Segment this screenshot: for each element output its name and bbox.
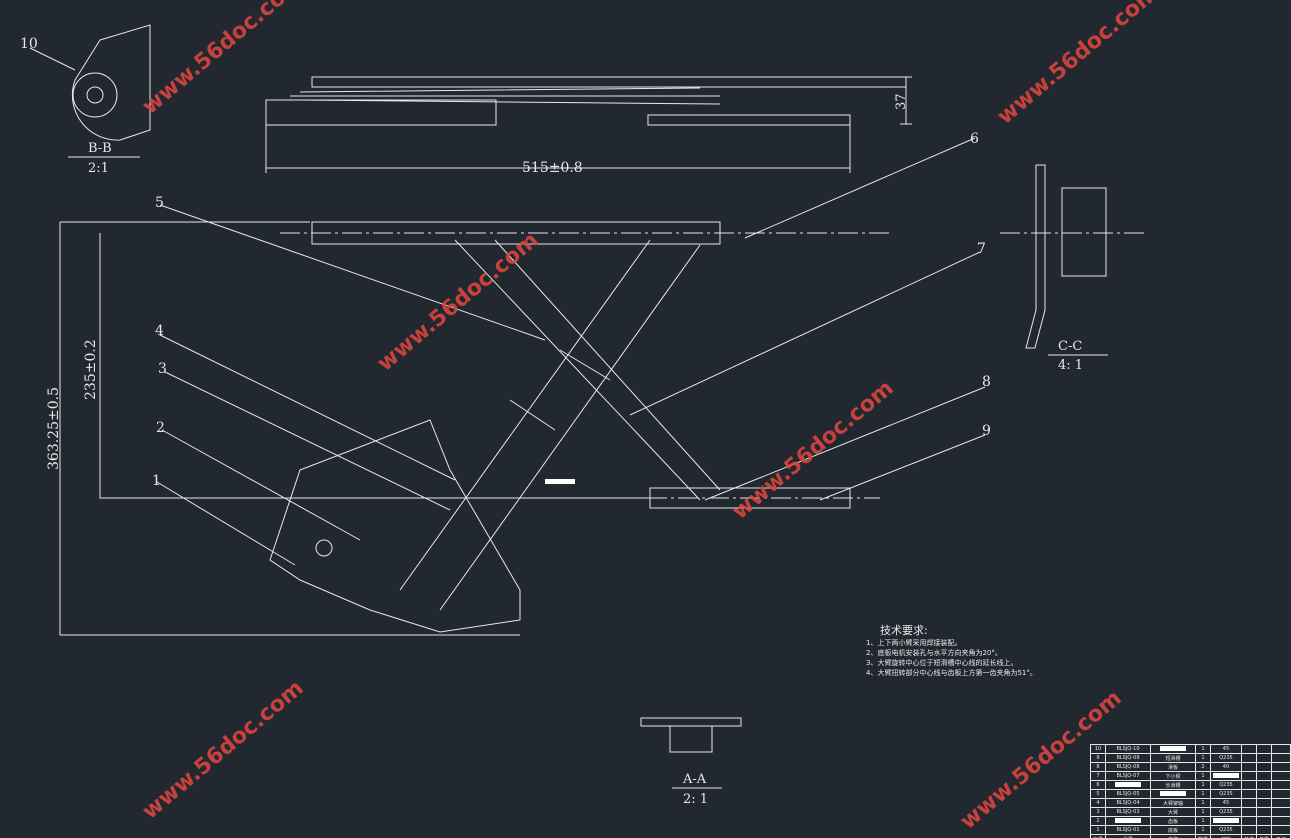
bom-header: 序号代号名称数量材料单件总重备注 xyxy=(1089,834,1291,838)
svg-text:2:1: 2:1 xyxy=(88,161,109,176)
svg-text:www.56doc.com: www.56doc.com xyxy=(138,0,309,120)
main-view: 235±0.2 363.25±0.5 1 2 3 4 5 6 7 8 9 10 xyxy=(20,36,991,636)
part-label-5: 5 xyxy=(155,195,164,211)
part-label-9: 9 xyxy=(982,423,991,439)
svg-text:4: 1: 4: 1 xyxy=(1058,358,1083,373)
svg-text:www.56doc.com: www.56doc.com xyxy=(138,676,309,825)
part-label-8: 8 xyxy=(982,374,991,390)
section-cc: C-C 4: 1 xyxy=(1000,164,1145,373)
svg-text:2: 1: 2: 1 xyxy=(683,792,708,807)
part-label-1: 1 xyxy=(152,473,161,489)
part-label-2: 2 xyxy=(156,420,165,436)
part-label-10: 10 xyxy=(20,36,38,52)
section-aa: A-A 2: 1 xyxy=(640,717,742,807)
length-dimension: 515±0.8 xyxy=(522,160,583,176)
part-label-6: 6 xyxy=(970,131,979,147)
total-height-dimension: 363.25±0.5 xyxy=(46,387,62,470)
svg-text:C-C: C-C xyxy=(1058,339,1082,354)
technical-requirements: 技术要求: 1、上下两小臂采用焊接装配。 2、底板电机安装孔与水平方向夹角为20… xyxy=(866,624,1037,677)
svg-text:www.56doc.com: www.56doc.com xyxy=(373,228,544,377)
part-label-4: 4 xyxy=(155,323,164,339)
arm-offset-dimension: 235±0.2 xyxy=(83,339,99,400)
part-label-3: 3 xyxy=(158,361,167,377)
top-view: 515±0.8 37 xyxy=(265,76,912,176)
part-label-7: 7 xyxy=(977,241,986,257)
svg-text:www.56doc.com: www.56doc.com xyxy=(728,376,899,525)
svg-text:A-A: A-A xyxy=(682,772,707,787)
height-dimension: 37 xyxy=(894,93,909,110)
svg-text:B-B: B-B xyxy=(88,141,112,156)
svg-text:www.56doc.com: www.56doc.com xyxy=(993,0,1164,130)
section-bb: B-B 2:1 xyxy=(68,24,151,176)
